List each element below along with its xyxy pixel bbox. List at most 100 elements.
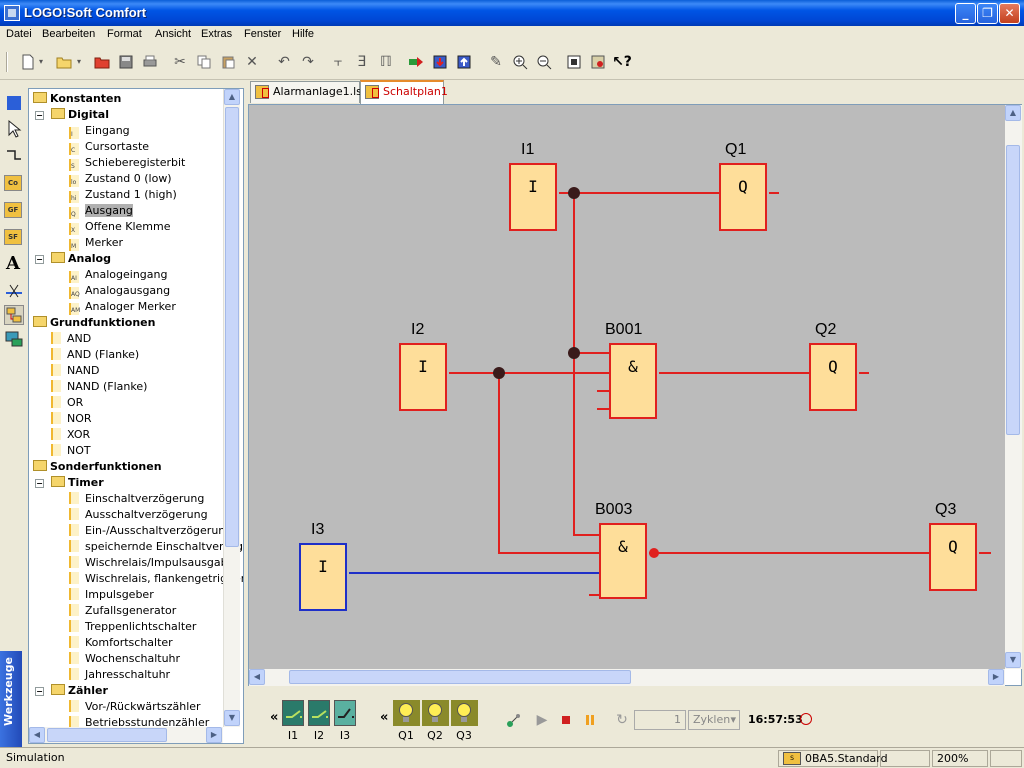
canvas-vertical-scrollbar[interactable]: ▲ ▼ [1005,105,1022,669]
minimize-button[interactable]: _ [955,3,976,24]
pen-icon[interactable]: ✎ [490,54,502,70]
cycles-count-input[interactable]: 1 [634,710,686,730]
canvas-vscroll-thumb[interactable] [1006,145,1020,435]
tree-item-timer[interactable]: Treppenlichtschalter [69,619,196,635]
tree-item-basic[interactable]: AND [51,331,91,347]
menu-hilfe[interactable]: Hilfe [292,28,315,40]
and-block-b003[interactable]: & [599,523,647,599]
simulation-tool-icon[interactable] [4,305,24,325]
tree-item-timer[interactable]: Komfortschalter [69,635,173,651]
zoom-in-icon[interactable] [510,52,530,72]
zoom-out-icon[interactable] [534,52,554,72]
copy-icon[interactable] [194,52,214,72]
online-test-tool-icon[interactable] [4,329,24,349]
tools-panel-bar[interactable] [0,651,22,747]
fit-page-icon[interactable] [564,52,584,72]
redo-icon[interactable]: ↷ [302,54,314,70]
selection-tool-icon[interactable] [4,93,24,113]
open-dropdown-icon[interactable]: ▾ [76,57,81,66]
scroll-down-icon[interactable]: ▼ [224,710,240,726]
input-switch-i2[interactable] [308,700,330,726]
collapse-icon[interactable]: − [35,479,44,488]
close-button[interactable]: ✕ [999,3,1020,24]
connect-tool-icon[interactable] [4,145,24,165]
new-file-icon[interactable] [18,52,38,72]
scroll-down-icon[interactable]: ▼ [1005,652,1021,668]
canvas-horizontal-scrollbar[interactable]: ◀ ▶ [249,669,1005,686]
tree-item-basic[interactable]: OR [51,395,83,411]
paste-icon[interactable] [218,52,238,72]
cycles-unit-select[interactable]: Zyklen [688,710,740,730]
input-switch-i1[interactable] [282,700,304,726]
menu-datei[interactable]: Datei [6,28,32,40]
transfer-pc-logo-icon[interactable] [430,52,450,72]
tree-item-timer[interactable]: Einschaltverzögerung [69,491,204,507]
cut-connection-tool-icon[interactable] [4,281,24,301]
text-tool-icon[interactable]: A [6,253,20,274]
align-top-icon[interactable]: ℿ [380,54,392,70]
input-switch-i3[interactable] [334,700,356,726]
stop-icon[interactable] [556,710,576,730]
play-icon[interactable]: ▶ [536,712,548,728]
tree-item-timer[interactable]: Impulsgeber [69,587,154,603]
step-cycles-icon[interactable]: ↻ [616,712,628,728]
scroll-up-icon[interactable]: ▲ [224,89,240,105]
tree-item-timer[interactable]: Zufallsgenerator [69,603,176,619]
tab-schaltplan[interactable]: Schaltplan1 [360,80,448,104]
tree-folder-basic[interactable]: −Grundfunktionen [33,315,155,331]
scroll-up-icon[interactable]: ▲ [1005,105,1021,121]
check-circuit-icon[interactable] [588,52,608,72]
tree-item-timer[interactable]: Wischrelais, flankengetrigger [69,571,243,587]
tree-item-timer[interactable]: Ausschaltverzögerung [69,507,208,523]
scroll-left-icon[interactable]: ◀ [249,669,265,685]
pointer-tool-icon[interactable] [4,119,24,139]
transfer-logo-pc-icon[interactable] [454,52,474,72]
collapse-icon[interactable]: − [35,255,44,264]
input-block-i3[interactable]: I [299,543,347,611]
clock-icon[interactable] [800,713,812,725]
menu-extras[interactable]: Extras [201,28,233,40]
tree-item-basic[interactable]: XOR [51,427,90,443]
tree-folder-constants[interactable]: Konstanten [33,91,121,107]
undo-icon[interactable]: ↶ [278,54,290,70]
collapse-inputs-icon[interactable]: « [270,710,279,725]
input-block-i1[interactable]: I [509,163,557,231]
basic-functions-tool[interactable]: GF [4,202,22,218]
tree-hscroll-thumb[interactable] [47,728,167,742]
tree-item-counter[interactable]: Vor-/Rückwärtszähler [69,699,201,715]
pause-icon[interactable] [580,710,600,730]
tree-item-timer[interactable]: Wochenschaltuhr [69,651,180,667]
menu-format[interactable]: Format [107,28,142,40]
collapse-icon[interactable]: − [35,111,44,120]
special-functions-tool[interactable]: SF [4,229,22,245]
new-dropdown-icon[interactable]: ▾ [38,57,43,66]
menu-fenster[interactable]: Fenster [244,28,282,40]
status-resize-grip[interactable] [990,750,1022,767]
circuit-canvas[interactable]: I1 Q1 I2 B001 Q2 I3 B003 Q3 I Q I & Q I … [249,105,1005,669]
tree-folder-timer[interactable]: −Timer [35,475,104,491]
constants-tool[interactable]: Co [4,175,22,191]
tree-folder-special[interactable]: Sonderfunktionen [33,459,162,475]
tree-folder-digital[interactable]: −Digital [35,107,109,123]
close-file-icon[interactable] [92,52,112,72]
scroll-right-icon[interactable]: ▶ [206,727,222,743]
print-icon[interactable] [140,52,160,72]
tree-item-basic[interactable]: NAND [51,363,99,379]
wire-i1-b003[interactable] [573,193,601,536]
simulation-icon[interactable] [406,52,426,72]
tree-folder-analog[interactable]: −Analog [35,251,111,267]
menu-ansicht[interactable]: Ansicht [155,28,192,40]
network-simulation-icon[interactable] [504,710,524,730]
tree-item-timer[interactable]: Wischrelais/Impulsausgabe [69,555,234,571]
save-icon[interactable] [116,52,136,72]
open-folder-icon[interactable] [54,52,74,72]
collapse-icon[interactable]: − [35,687,44,696]
